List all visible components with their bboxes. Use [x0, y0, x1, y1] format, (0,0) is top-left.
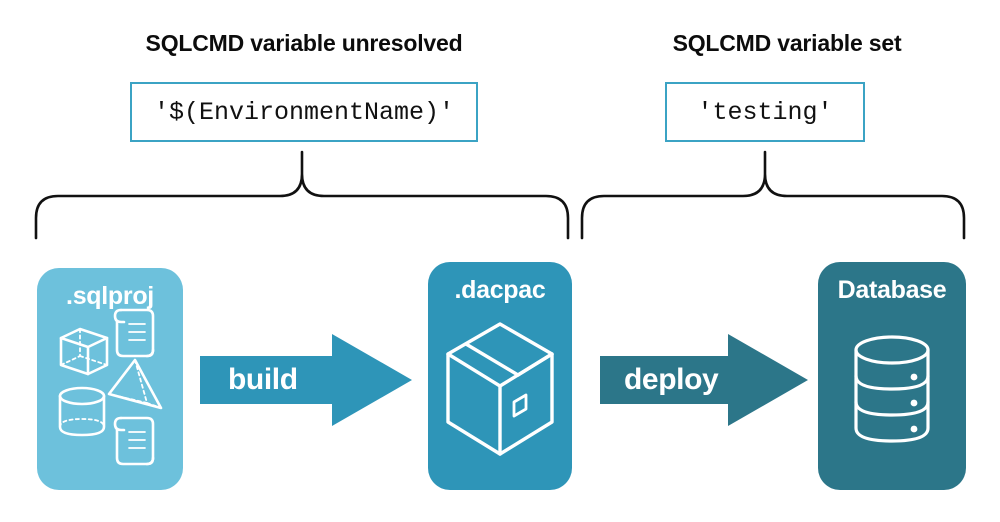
package-box-icon: [446, 322, 554, 456]
stage-box-database: Database: [818, 262, 966, 490]
scroll-icon: [113, 416, 155, 466]
arrow-build-label: build: [228, 363, 298, 396]
dacpac-artwork: [446, 322, 554, 456]
arrow-build: build: [200, 330, 420, 430]
brace-group: [34, 150, 966, 240]
database-status-dots: [910, 373, 918, 433]
code-value-box-unresolved: '$(EnvironmentName)': [130, 82, 478, 142]
arrow-deploy-label: deploy: [624, 363, 719, 396]
section-heading-set: SQLCMD variable set: [672, 30, 902, 56]
right-brace-icon: [580, 150, 966, 240]
cube-icon: [59, 327, 109, 376]
arrow-deploy-shape: [600, 334, 808, 426]
cylinder-icon: [58, 386, 106, 437]
section-heading-unresolved: SQLCMD variable unresolved: [145, 30, 463, 56]
stage-box-dacpac: .dacpac: [428, 262, 572, 490]
database-artwork: [854, 335, 930, 443]
database-cylinder-icon: [854, 335, 930, 443]
stage-label-sqlproj: .sqlproj: [66, 282, 154, 310]
stage-label-database: Database: [837, 276, 947, 304]
code-value-box-set: 'testing': [665, 82, 865, 142]
left-brace-icon: [34, 150, 570, 240]
pyramid-icon: [107, 358, 163, 410]
sqlproj-artwork: [58, 308, 163, 466]
stage-box-sqlproj: .sqlproj: [37, 268, 183, 490]
arrow-deploy: deploy: [600, 330, 815, 430]
arrow-build-shape: [200, 334, 412, 426]
scroll-icon: [113, 308, 155, 358]
stage-label-dacpac: .dacpac: [454, 276, 546, 304]
